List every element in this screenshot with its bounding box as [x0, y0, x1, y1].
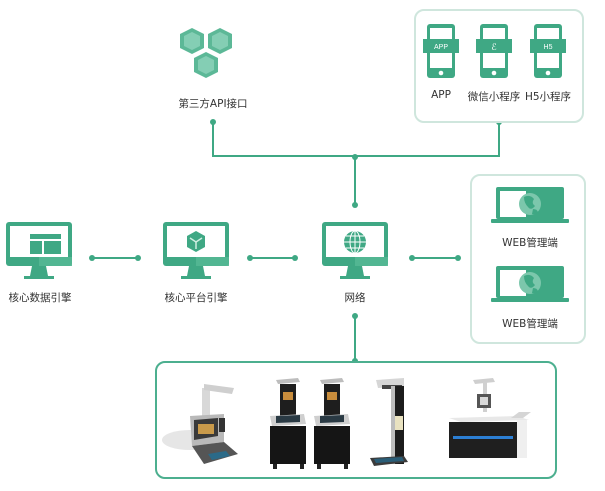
network-label: 网络 — [344, 292, 366, 304]
mobile-client-label: 微信小程序 — [467, 91, 521, 103]
web-client-label: WEB管理端 — [502, 318, 558, 330]
phone-miniprogram-icon: ℰ — [476, 24, 512, 78]
web-client-label: WEB管理端 — [502, 237, 558, 249]
phone-screen-text: ℰ — [491, 43, 497, 53]
desktop-scanner-device — [162, 384, 238, 464]
mobile-client-label: H5小程序 — [524, 91, 572, 103]
phone-screen-text: APP — [434, 44, 448, 51]
laptop-globe-icon — [491, 266, 569, 302]
core-data-engine-label: 核心数据引擎 — [8, 292, 72, 304]
hexagon-cubes-icon — [180, 28, 232, 78]
standing-scanner-device — [370, 378, 408, 466]
kiosk-device-2 — [314, 378, 350, 469]
mobile-client-label: APP — [431, 89, 451, 101]
monitor-globe-icon — [322, 222, 388, 279]
kiosk-device-1 — [270, 378, 306, 469]
table-scanner-device — [449, 378, 531, 458]
phone-app-icon: APP — [423, 24, 459, 78]
core-platform-engine-label: 核心平台引擎 — [164, 292, 228, 304]
monitor-layout-icon — [6, 222, 72, 279]
connector-api-to-bracket — [212, 122, 500, 157]
phone-h5-icon: H5 — [530, 24, 566, 78]
monitor-cube-icon — [163, 222, 229, 279]
third-party-api-label: 第三方API接口 — [178, 98, 248, 110]
laptop-globe-icon — [491, 187, 569, 223]
phone-screen-text: H5 — [544, 44, 553, 51]
